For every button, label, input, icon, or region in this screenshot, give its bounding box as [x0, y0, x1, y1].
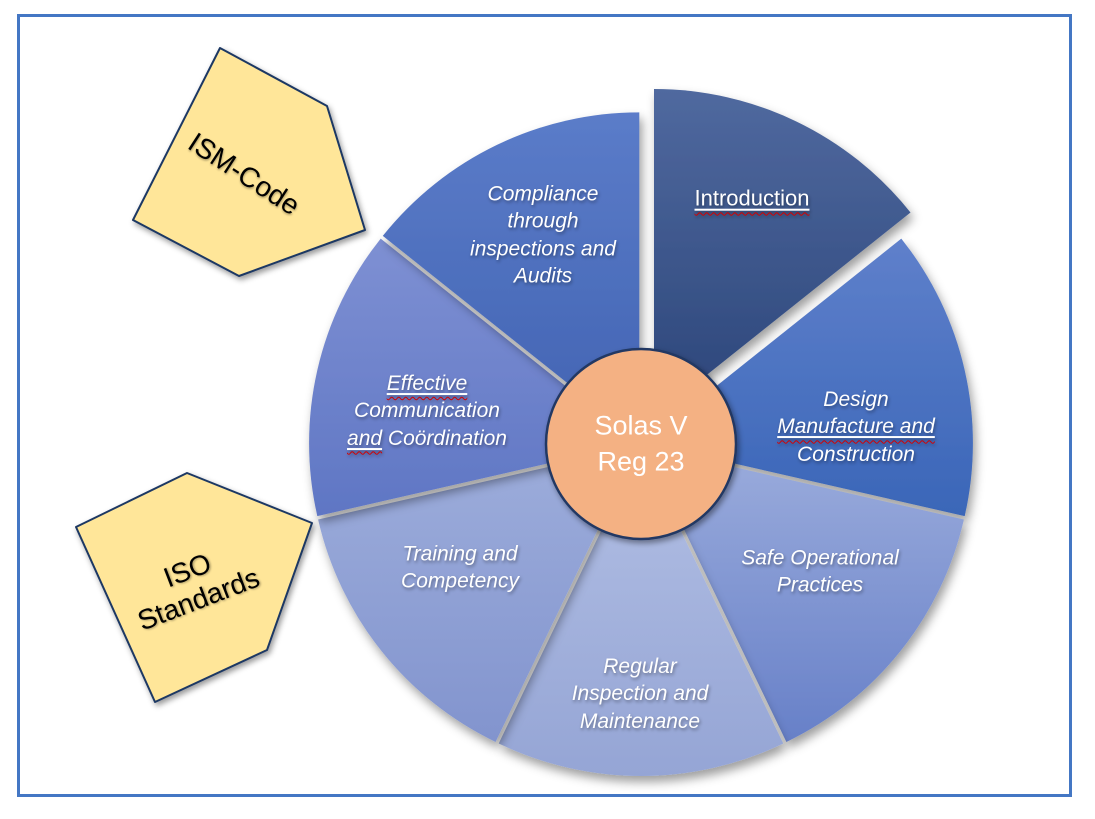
badge-iso-standards: [75, 472, 313, 703]
segment-wedge-regular-inspection-and-maintenance: [498, 448, 784, 776]
segment-wedge-safe-operational-practices: [644, 446, 964, 742]
hub-label: Solas V Reg 23: [594, 408, 687, 481]
segment-wedge-introduction: [654, 89, 911, 417]
segment-wedge-compliance-through-inspections-and-audits: [382, 112, 640, 441]
segment-label-introduction: Introduction: [694, 185, 810, 211]
hub-line-1: Solas V: [594, 410, 688, 441]
hub-circle: [544, 347, 738, 541]
badge-ism-code: [132, 47, 366, 277]
segment-wedge-training-and-competency: [318, 446, 638, 742]
hub-line-2: Reg 23: [597, 447, 685, 477]
